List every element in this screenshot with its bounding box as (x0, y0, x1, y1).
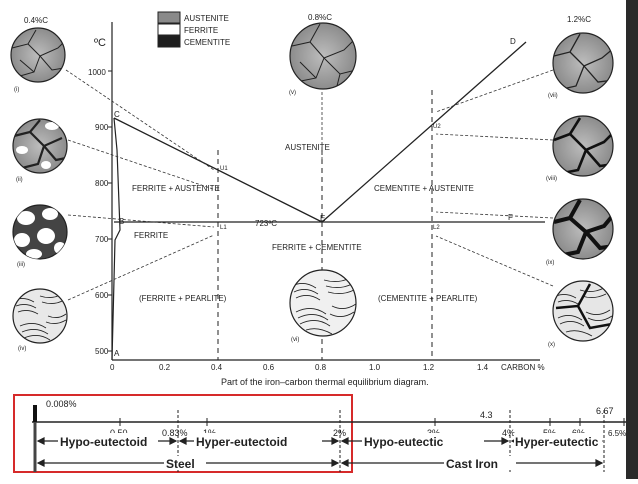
legend: AUSTENITE FERRITE CEMENTITE (157, 11, 230, 48)
micro-vii-label: (vii) (548, 93, 558, 99)
micro-ii-label: (ii) (16, 177, 23, 183)
point-c: C (114, 110, 120, 119)
micrograph-i: (i) (10, 27, 66, 93)
x-tick-0-4: 0.4 (211, 363, 223, 372)
micrographs-left: 0.4%C (i) (ii) (10, 16, 68, 352)
point-labels: A B C D E F U1 U2 L1 L2 723ºC (114, 37, 516, 358)
phase-lines (111, 41, 545, 361)
micro-label-1-2: 1.2%C (567, 15, 591, 24)
x-tick-0: 0 (110, 363, 115, 372)
highlight-box (13, 394, 353, 473)
mark-6-67: 6.67 (596, 406, 614, 416)
point-l1: L1 (220, 225, 227, 231)
point-a: A (114, 349, 120, 358)
temperature-723: 723ºC (255, 219, 277, 228)
x-axis-unit: CARBON % (501, 363, 545, 372)
marker-0-008 (33, 405, 37, 422)
point-u1: U1 (220, 166, 228, 172)
micro-iv-label: (iv) (18, 346, 26, 352)
region-cementite-austenite: CEMENTITE + AUSTENITE (374, 184, 474, 193)
ferrite-boundary (111, 117, 121, 361)
x-tick-0-8: 0.8 (315, 363, 327, 372)
x-tick-1-2: 1.2 (423, 363, 435, 372)
axes: ºC 1000 900 800 700 600 500 0 0.2 0.4 0.… (88, 22, 545, 372)
x-tick-1-0: 1.0 (369, 363, 381, 372)
region-cementite-pearlite: (CEMENTITE + PEARLITE) (378, 294, 478, 303)
segment-hyper-eutectoid: Hyper-eutectoid (196, 435, 287, 449)
legend-label-cementite: CEMENTITE (184, 38, 230, 47)
mark-6-5: 6.5% (608, 429, 626, 438)
y-tick-600: 600 (95, 291, 109, 300)
leader-arrows (65, 69, 554, 301)
x-tick-1-4: 1.4 (477, 363, 489, 372)
micrograph-viii: (viii) (546, 115, 614, 182)
micrograph-ix: (ix) (546, 198, 614, 266)
micrograph-vii: (vii) (548, 32, 614, 99)
legend-swatch-austenite (157, 11, 181, 24)
y-tick-800: 800 (95, 179, 109, 188)
group-cast-iron: Cast Iron (446, 457, 498, 471)
group-steel: Steel (166, 457, 195, 471)
micrographs-right: 1.2%C (vii) (viii) (ix) (546, 15, 614, 348)
point-u2: U2 (433, 124, 441, 130)
micro-iii-label: (iii) (17, 262, 25, 268)
segment-hypo-eutectoid: Hypo-eutectoid (60, 435, 147, 449)
micro-vi-label: (vi) (291, 337, 299, 343)
region-ferrite-pearlite: (FERRITE + PEARLITE) (139, 294, 227, 303)
point-d: D (510, 37, 516, 46)
micrograph-vi: (vi) (289, 269, 357, 343)
point-e: E (320, 214, 325, 223)
y-tick-1000: 1000 (88, 68, 106, 77)
line-e-d (321, 41, 527, 223)
micro-x-label: (x) (548, 342, 555, 348)
mark-4-3: 4.3 (480, 410, 493, 420)
x-tick-0-6: 0.6 (263, 363, 275, 372)
y-tick-500: 500 (95, 347, 109, 356)
region-ferrite: FERRITE (134, 231, 168, 240)
region-austenite: AUSTENITE (285, 143, 330, 152)
point-b: B (119, 217, 124, 226)
point-f: F (508, 213, 513, 222)
micro-ix-label: (ix) (546, 260, 554, 266)
segment-hypo-eutectic: Hypo-eutectic (364, 435, 444, 449)
micro-v-label: (v) (289, 90, 296, 96)
mark-0-83: 0.83% (162, 428, 188, 438)
micro-viii-label: (viii) (546, 176, 557, 182)
micrograph-x: (x) (548, 280, 614, 348)
window-edge-bar (626, 0, 638, 479)
micro-label-0-4: 0.4%C (24, 16, 48, 25)
region-ferrite-austenite: FERRITE + AUSTENITE (132, 184, 220, 193)
micrograph-iii: (iii) (12, 204, 68, 268)
micrograph-v: (v) (289, 22, 357, 96)
segment-hyper-eutectic: Hyper-eutectic (515, 435, 599, 449)
legend-swatch-cementite (157, 35, 181, 48)
mark-2: 2% (333, 428, 346, 438)
micro-i-label: (i) (14, 87, 19, 93)
region-ferrite-cementite: FERRITE + CEMENTITE (272, 243, 362, 252)
mark-0-008: 0.008% (46, 399, 77, 409)
y-tick-900: 900 (95, 123, 109, 132)
micro-label-0-8: 0.8%C (308, 13, 332, 22)
y-axis-unit: ºC (94, 37, 106, 49)
x-tick-0-2: 0.2 (159, 363, 171, 372)
legend-label-ferrite: FERRITE (184, 26, 218, 35)
micrograph-iv: (iv) (12, 288, 68, 352)
legend-swatch-ferrite (157, 23, 181, 36)
y-tick-700: 700 (95, 235, 109, 244)
micrographs-center: 0.8%C (v) (vi) (289, 13, 357, 343)
mark-4: 4% (502, 428, 515, 438)
diagram-caption: Part of the iron–carbon thermal equilibr… (221, 377, 429, 387)
region-labels: AUSTENITE FERRITE + AUSTENITE CEMENTITE … (132, 143, 478, 303)
carbon-scale: 0.008% 0.50 0.83% 1% 2% 3% 4.3 4% 5% 6% … (13, 394, 630, 473)
micrograph-ii: (ii) (12, 118, 68, 183)
legend-label-austenite: AUSTENITE (184, 14, 229, 23)
point-l2: L2 (433, 225, 440, 231)
